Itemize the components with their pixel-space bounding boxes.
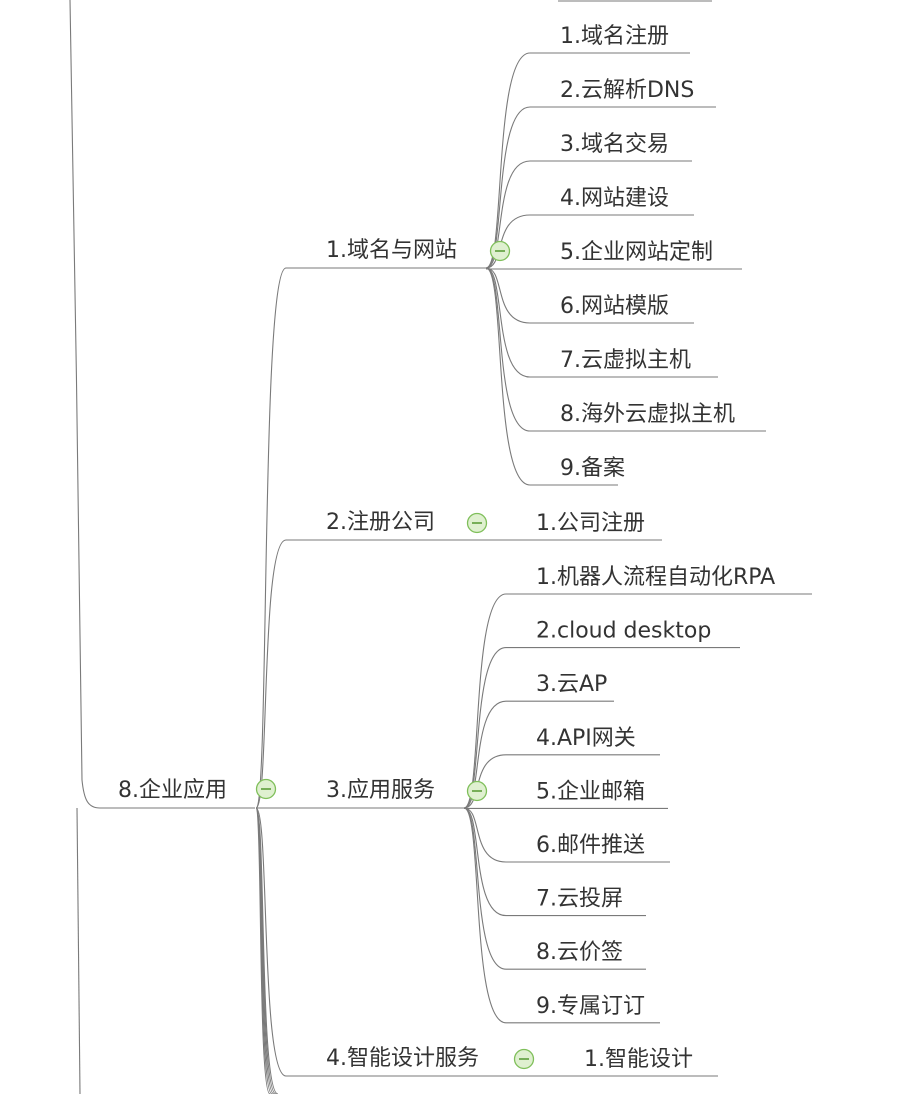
leaf-node-label[interactable]: 4.API网关: [536, 726, 636, 751]
level1-collapse-toggle[interactable]: [513, 1048, 535, 1070]
mind-map-nodes: 8.企业应用 1.域名与网站 1.域名注册 2.云解析DNS 3.域名交易 4.网站建设 5…: [118, 24, 775, 1072]
level1-node-label[interactable]: 1.域名与网站: [326, 238, 457, 263]
level1-node-label[interactable]: 4.智能设计服务: [326, 1046, 479, 1071]
leaf-node-label[interactable]: 6.网站模版: [560, 294, 669, 319]
root-node-label[interactable]: 8.企业应用: [118, 778, 227, 803]
leaf-node-label[interactable]: 5.企业邮箱: [536, 779, 645, 804]
level1-node-label[interactable]: 3.应用服务: [326, 778, 435, 803]
leaf-connector: [463, 807, 507, 917]
leaf-connector: [485, 267, 531, 378]
branch-connector: [255, 807, 287, 1077]
leaf-connector: [485, 267, 531, 486]
leaf-node-label[interactable]: 5.企业网站定制: [560, 240, 713, 265]
leaf-node-label[interactable]: 7.云虚拟主机: [560, 348, 691, 373]
leaf-node-label[interactable]: 6.邮件推送: [536, 833, 645, 858]
branch-connector: [255, 539, 287, 809]
collapse-toggles: [255, 240, 535, 1070]
leaf-connector: [485, 267, 531, 324]
leaf-node-label[interactable]: 2.cloud desktop: [536, 619, 711, 644]
leaf-node-label[interactable]: 1.智能设计: [584, 1047, 693, 1072]
leaf-node-label[interactable]: 2.云解析DNS: [560, 78, 694, 103]
leaf-node-label[interactable]: 1.域名注册: [560, 24, 669, 49]
root-collapse-toggle[interactable]: [255, 778, 277, 800]
parent-trunk-lower: [76, 807, 81, 1094]
leaf-node-label[interactable]: 7.云投屏: [536, 887, 623, 912]
leaf-connector: [463, 807, 507, 1024]
leaf-connector: [463, 593, 507, 809]
level1-node-label[interactable]: 2.注册公司: [326, 510, 435, 535]
leaf-node-label[interactable]: 9.备案: [560, 456, 625, 481]
leaf-connector: [485, 52, 531, 269]
leaf-node-label[interactable]: 8.云价签: [536, 940, 623, 965]
offscreen-sibling-connector: [255, 807, 279, 1094]
leaf-node-label[interactable]: 3.云AP: [536, 672, 607, 697]
leaf-node-label[interactable]: 8.海外云虚拟主机: [560, 402, 735, 427]
leaf-connector: [463, 647, 507, 809]
leaf-connector: [463, 807, 507, 970]
leaf-connector: [485, 106, 531, 269]
leaf-node-label[interactable]: 3.域名交易: [560, 132, 669, 157]
connector-lines: [100, 52, 812, 1094]
level1-collapse-toggle[interactable]: [466, 780, 488, 802]
leaf-connector: [463, 807, 507, 863]
leaf-connector: [463, 700, 507, 809]
leaf-node-label[interactable]: 9.专属订订: [536, 994, 645, 1019]
leaf-connector: [485, 267, 531, 432]
leaf-node-label[interactable]: 4.网站建设: [560, 186, 669, 211]
level1-collapse-toggle[interactable]: [489, 240, 511, 262]
leaf-connector: [485, 160, 531, 269]
leaf-node-label[interactable]: 1.机器人流程自动化RPA: [536, 565, 775, 590]
level1-collapse-toggle[interactable]: [466, 512, 488, 534]
branch-connector: [255, 267, 287, 809]
leaf-node-label[interactable]: 1.公司注册: [536, 511, 645, 536]
parent-trunk-line: [69, 0, 101, 809]
